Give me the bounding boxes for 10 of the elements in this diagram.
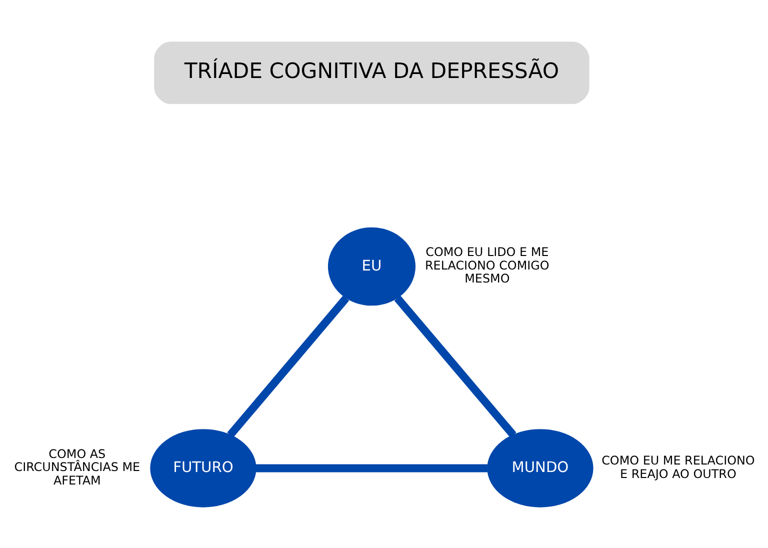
node-ellipse: FUTURO xyxy=(150,428,256,507)
node-label: COMO AS CIRCUNSTÂNCIAS ME AFETAM xyxy=(14,446,140,487)
node-label: COMO EU ME RELACIONO E REAJO AO OUTRO xyxy=(602,453,755,480)
connector xyxy=(256,464,488,472)
node-ellipse: MUNDO xyxy=(487,428,594,507)
connector xyxy=(227,295,350,438)
node-ellipse: EU xyxy=(328,226,416,306)
node-box: TRÍADE COGNITIVA DA DEPRESSÃO xyxy=(154,41,590,104)
node-label: COMO EU LIDO E ME RELACIONO COMIGO MESMO xyxy=(425,244,550,286)
connector xyxy=(394,295,516,438)
